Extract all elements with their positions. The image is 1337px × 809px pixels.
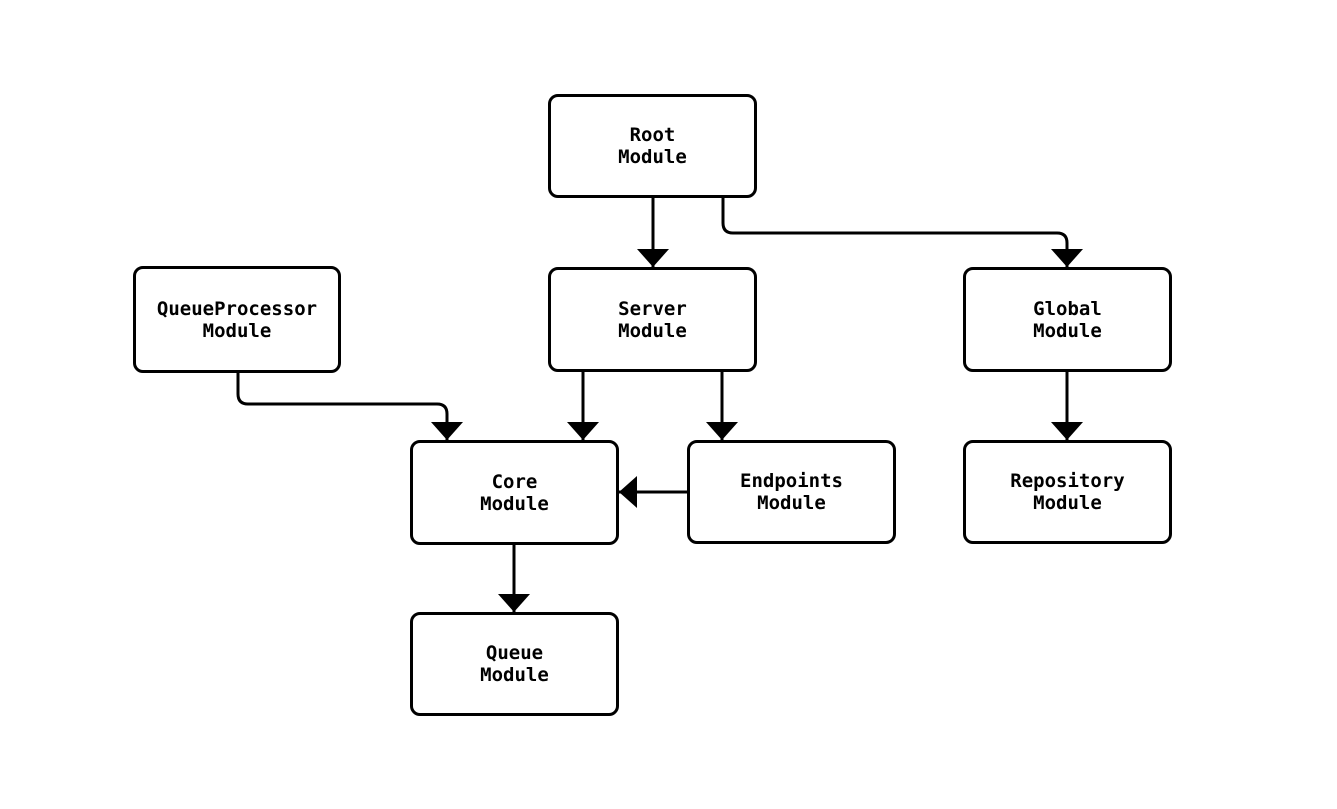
edge-queueprocessor-to-core (236, 373, 463, 440)
edge-root-to-global (721, 198, 1083, 267)
edge-group (236, 198, 1083, 612)
